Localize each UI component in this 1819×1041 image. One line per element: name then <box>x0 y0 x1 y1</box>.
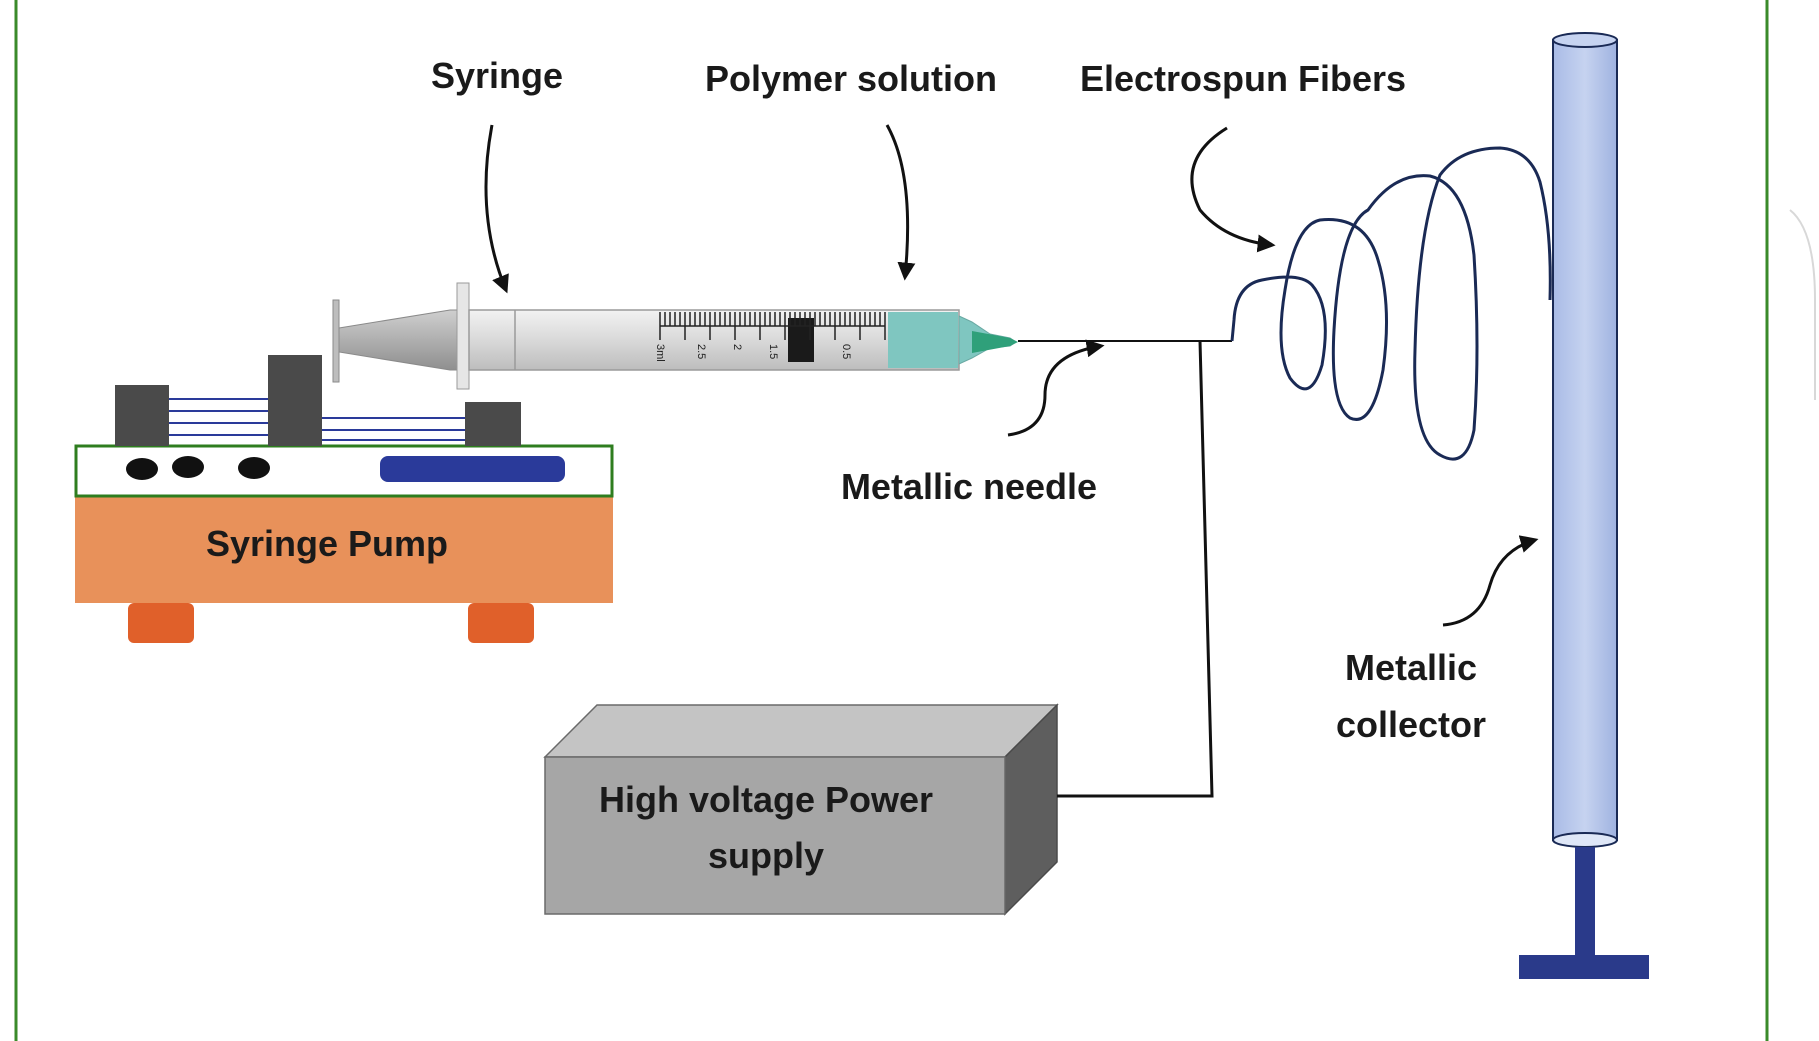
syringe-scale-ticks <box>659 312 886 340</box>
scale-label: 2.5 <box>695 344 707 359</box>
high-voltage-wire <box>1057 340 1214 798</box>
pump-button <box>172 456 204 478</box>
power-supply-label-line2: supply <box>708 835 824 876</box>
pump-body <box>75 496 613 603</box>
metallic-collector <box>1519 32 1649 979</box>
syringe: 3ml 2.5 2 1.5 0.5 <box>332 282 1018 390</box>
high-voltage-power-supply: High voltage Power supply <box>543 703 1059 916</box>
scale-label: 0.5 <box>840 344 852 359</box>
collector-label-line1: Metallic <box>1345 647 1477 688</box>
electrospun-fibers-label: Electrospun Fibers <box>1080 58 1406 99</box>
collector-bottom <box>1552 832 1618 848</box>
syringe-arrow <box>484 124 509 294</box>
syringe-flange <box>456 282 470 390</box>
syringe-pump: Syringe Pump <box>74 355 614 643</box>
metallic-collector-arrow <box>1442 535 1539 627</box>
power-supply-top <box>543 704 1059 758</box>
collector-cylinder <box>1552 39 1618 841</box>
scale-label: 1.5 <box>767 344 779 359</box>
syringe-pump-label: Syringe Pump <box>206 523 448 564</box>
pump-foot-left <box>128 603 194 643</box>
pump-pusher-block <box>268 355 322 446</box>
pump-foot-right <box>468 603 534 643</box>
plunger-rod <box>338 309 463 371</box>
pump-button <box>238 457 270 479</box>
needle-hub <box>972 331 1018 353</box>
power-supply-label-line1: High voltage Power <box>599 779 933 820</box>
scale-label: 2 <box>731 344 743 350</box>
scale-label: 3ml <box>654 344 666 362</box>
callout-arrows <box>484 124 1539 627</box>
electrospun-fibers-arrow <box>1190 126 1276 253</box>
metallic-needle-label: Metallic needle <box>841 466 1097 507</box>
polymer-solution-label: Polymer solution <box>705 58 997 99</box>
electrospun-fibers <box>1230 146 1552 461</box>
pump-holder-block <box>465 402 521 446</box>
pump-guide-rods <box>169 398 465 441</box>
polymer-solution-arrow <box>885 124 916 281</box>
syringe-barrel <box>468 309 960 371</box>
syringe-scale-labels: 3ml 2.5 2 1.5 0.5 <box>654 344 852 362</box>
polymer-solution-fill <box>888 312 958 368</box>
collector-top <box>1552 32 1618 48</box>
collector-stand-post <box>1575 847 1595 957</box>
pump-display-slot <box>380 456 565 482</box>
page-edge-curve <box>1789 209 1816 400</box>
pump-block-left <box>115 385 169 446</box>
power-supply-front <box>544 756 1006 915</box>
syringe-label: Syringe <box>431 55 563 96</box>
frame-border <box>14 0 1769 1041</box>
plunger-thumb <box>332 299 340 383</box>
pump-button <box>126 458 158 480</box>
metallic-needle-arrow <box>1007 339 1105 437</box>
collector-label-line2: collector <box>1336 704 1486 745</box>
collector-stand-base <box>1519 955 1649 979</box>
